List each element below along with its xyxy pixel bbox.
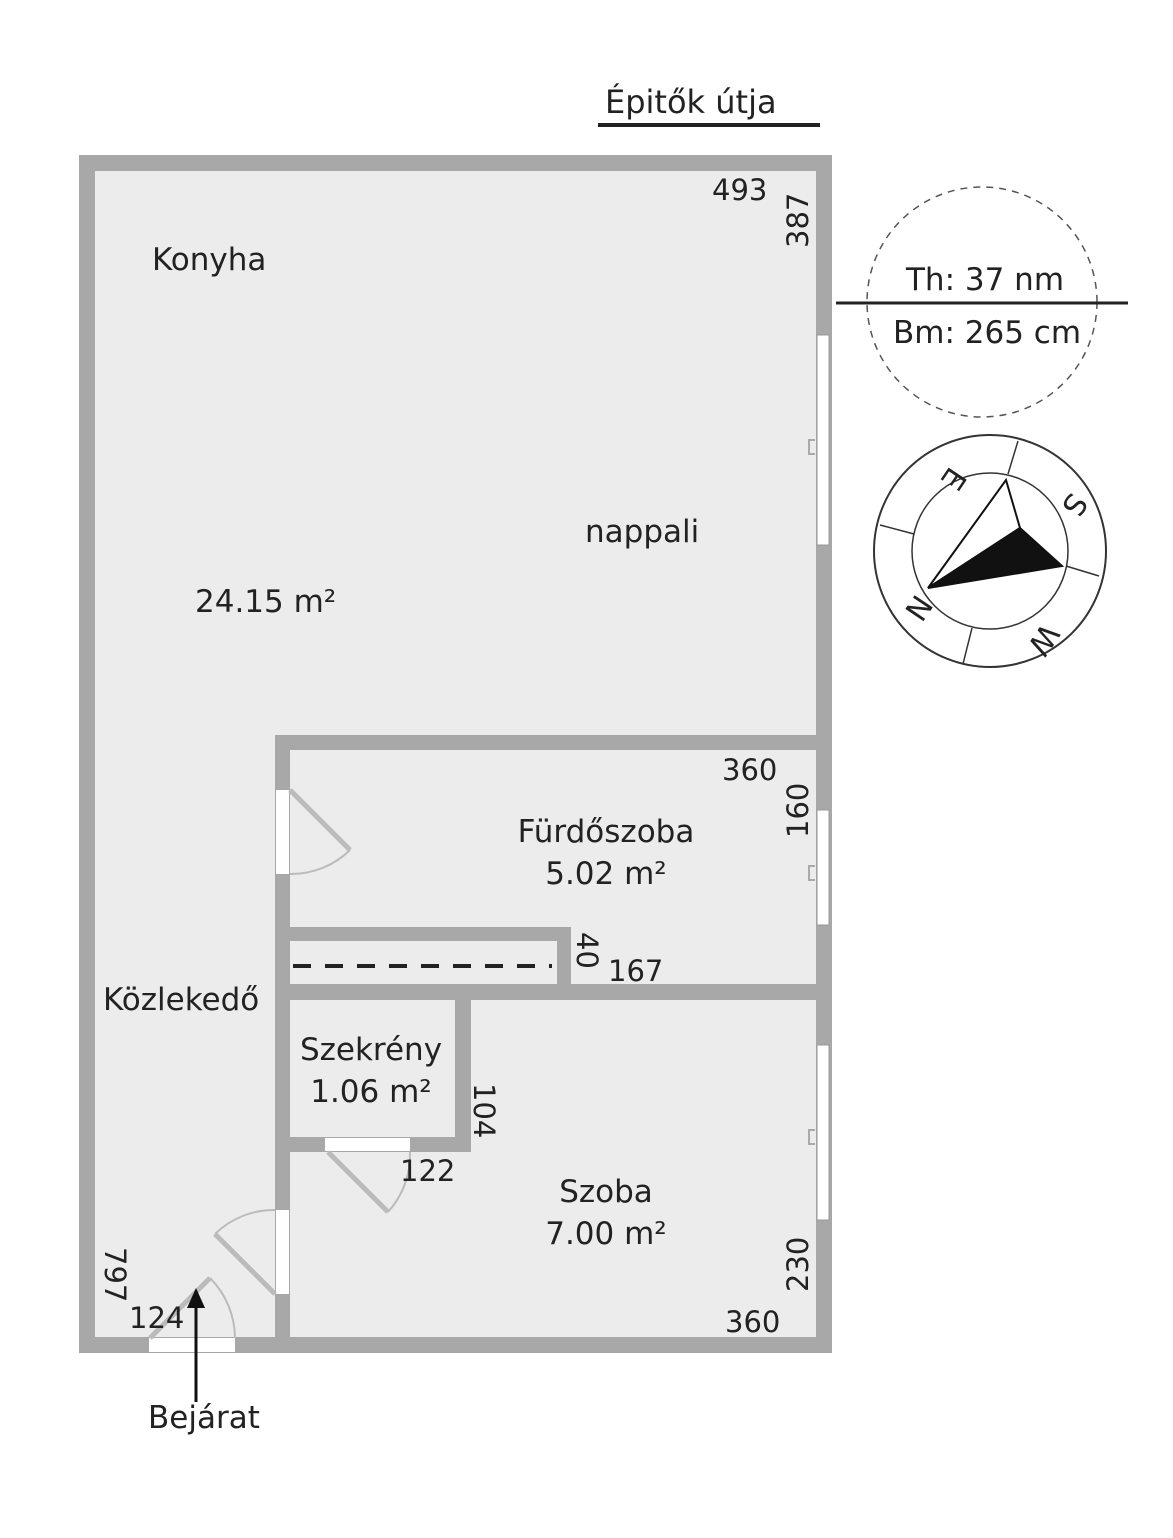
floor	[95, 171, 816, 1337]
windows	[816, 334, 830, 1221]
room-area-closet: 1.06 m²	[310, 1074, 432, 1110]
dim-room-width: 360	[725, 1305, 780, 1339]
window-bathroom	[816, 809, 830, 926]
compass-north-label: N	[897, 588, 939, 626]
room-label-kitchen: Konyha	[152, 242, 266, 278]
dim-total-depth: 797	[98, 1247, 132, 1302]
door-bathroom	[276, 788, 352, 876]
room-label-bedroom: Szoba	[559, 1174, 653, 1210]
dim-corridor-width: 124	[129, 1301, 184, 1335]
dim-bath-width: 360	[722, 753, 777, 787]
room-area-living: 24.15 m²	[195, 584, 336, 620]
entrance-label: Bejárat	[148, 1400, 260, 1436]
street-name: Épitők útja	[605, 83, 777, 121]
window-latches	[808, 439, 815, 1145]
room-label-closet: Szekrény	[300, 1032, 442, 1068]
compass-west-label: W	[1020, 617, 1066, 661]
dim-room-depth: 230	[781, 1237, 815, 1292]
door-bedroom	[213, 1208, 289, 1296]
dim-closet-depth: 104	[467, 1083, 501, 1138]
total-area-label: Th: 37 nm	[905, 262, 1064, 298]
room-area-bathroom: 5.02 m²	[545, 856, 667, 892]
dim-shelf-depth: 40	[570, 932, 604, 969]
dim-bath-depth: 160	[781, 783, 815, 838]
window-bedroom	[816, 1044, 830, 1221]
door-closet	[325, 1138, 412, 1214]
interior-walls	[275, 735, 832, 1353]
room-label-bathroom: Fürdőszoba	[518, 814, 695, 850]
room-label-living: nappali	[585, 514, 699, 550]
entrance-arrow-icon	[187, 1288, 205, 1402]
room-label-corridor: Közlekedő	[103, 982, 259, 1018]
window-living	[816, 334, 830, 546]
ceiling-height-label: Bm: 265 cm	[893, 315, 1081, 351]
dim-closet-width: 122	[400, 1154, 455, 1188]
compass-east-label: E	[933, 461, 973, 496]
dim-living-depth: 387	[781, 193, 815, 248]
dim-shelf-width: 167	[608, 954, 663, 988]
dim-living-width: 493	[712, 173, 767, 207]
door-entrance	[148, 1276, 236, 1352]
compass-icon: N E S W	[873, 434, 1107, 668]
room-area-bedroom: 7.00 m²	[545, 1216, 667, 1252]
